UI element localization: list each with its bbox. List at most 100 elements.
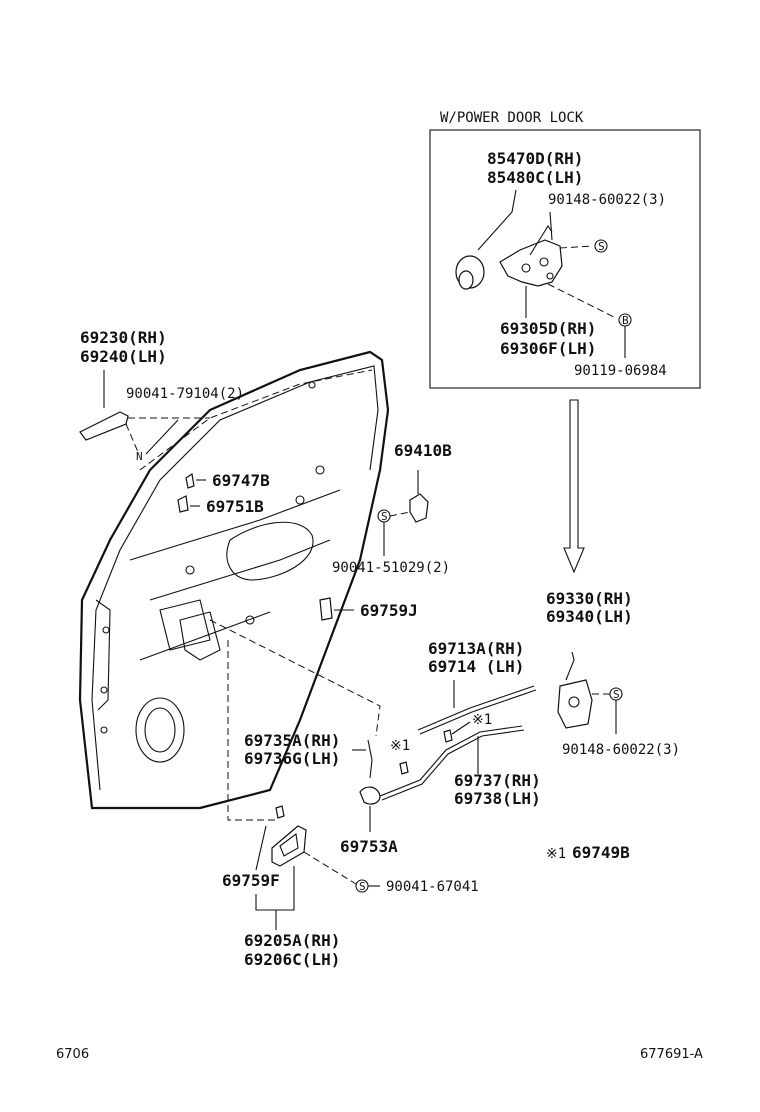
- cable-69737-part: [379, 725, 525, 801]
- dash-to-screw-b1: [547, 283, 617, 319]
- label-69738: 69738(LH): [454, 789, 541, 808]
- dash-inside-handle: [227, 640, 278, 821]
- door-hole-f: [185, 565, 195, 575]
- rod-group: 69735A(RH) 69736G(LH) ※1: [209, 619, 410, 779]
- ref-mark-rod: ※1: [390, 738, 410, 754]
- leader-69205a-bracket: [255, 866, 295, 930]
- striker-group: 69410B S 90041-51029(2): [332, 441, 452, 576]
- label-69713a: 69713A(RH): [428, 639, 524, 658]
- door-lock-motor-drawing: [455, 189, 617, 319]
- door-hole-d: [295, 495, 305, 505]
- label-69735a: 69735A(RH): [244, 731, 340, 750]
- inset-title: W/POWER DOOR LOCK: [440, 110, 584, 126]
- door-hole-e: [315, 465, 325, 475]
- dash-handle-screw: [303, 851, 357, 885]
- label-90041-67041: 90041-67041: [386, 879, 479, 895]
- door-access-hole-lower: [159, 599, 211, 651]
- screw-s-mark-top: S: [594, 239, 608, 253]
- leader-85470: [477, 189, 517, 251]
- door-lock-assembly-group: 69330(RH) 69340(LH) S 90148-60022(3): [546, 589, 680, 758]
- clip-69751b-part: [177, 495, 189, 513]
- label-85480c: 85480C(LH): [487, 168, 583, 187]
- door-rib-1: [149, 539, 331, 601]
- door-rib-2: [139, 611, 271, 661]
- screw-s-letter-striker: S: [381, 510, 388, 523]
- cable-group: 69713A(RH) 69714 (LH) 69737(RH) 69738(LH…: [379, 639, 541, 808]
- label-69206c: 69206C(LH): [244, 950, 340, 969]
- label-69736g: 69736G(LH): [244, 749, 340, 768]
- label-69306f: 69306F(LH): [500, 339, 596, 358]
- cushion-69759j-part: [319, 597, 333, 621]
- inside-handle-group: 69759F S 90041-67041 69205A(RH) 69206C(L…: [222, 640, 479, 969]
- door-hole-a: [102, 626, 110, 634]
- leader-69759f: [255, 825, 267, 871]
- footer-left-code: 6706: [56, 1047, 89, 1062]
- door-speaker-hole: [135, 697, 185, 763]
- door-hole-b: [100, 686, 108, 694]
- label-85470d: 85470D(RH): [487, 149, 583, 168]
- label-90148-60022-top: 90148-60022(3): [548, 192, 666, 208]
- label-69305d: 69305D(RH): [500, 319, 596, 338]
- label-90148-60022-lower: 90148-60022(3): [562, 742, 680, 758]
- label-69751b: 69751B: [206, 497, 264, 516]
- down-arrow: [563, 399, 585, 574]
- power-door-lock-inset: W/POWER DOOR LOCK 85470D(RH) 85480C(LH) …: [429, 110, 701, 389]
- nut-n-letter: N: [136, 450, 143, 463]
- outside-handle-part: [79, 411, 129, 441]
- inside-handle-grip: [279, 833, 299, 857]
- lock-motor-shaft: [458, 270, 474, 290]
- label-69747b: 69747B: [212, 471, 270, 490]
- label-69410b: 69410B: [394, 441, 452, 460]
- door-hole-c: [100, 726, 108, 734]
- lock-hole-2: [539, 257, 549, 267]
- cushion-69759j-group: 69759J: [319, 597, 418, 621]
- lock-hole-1: [521, 263, 531, 273]
- cable-69713-part: [417, 685, 537, 735]
- leader-90148-top: [549, 211, 553, 241]
- label-90041-79104: 90041-79104(2): [126, 386, 244, 402]
- screw-s-letter-lock: S: [613, 688, 620, 701]
- clip-group: 69747B 69751B: [177, 471, 270, 516]
- rod-69735-part: [367, 739, 373, 779]
- door-lock-rod: [565, 651, 575, 681]
- striker-part: [409, 493, 429, 523]
- rod-clip-part: [399, 761, 409, 775]
- label-69205a: 69205A(RH): [244, 931, 340, 950]
- lock-body: [499, 239, 563, 287]
- label-69759j: 69759J: [360, 601, 418, 620]
- screw-s-letter-handle: S: [359, 880, 366, 893]
- nut-n-mark: N: [136, 450, 143, 463]
- clip-69747b-part: [185, 472, 195, 489]
- ref-mark-note: ※1: [546, 846, 566, 862]
- label-69340: 69340(LH): [546, 607, 633, 626]
- door-edge-flange: [95, 599, 111, 711]
- ref-mark-cable: ※1: [472, 712, 492, 728]
- door-belt-line: [129, 489, 341, 561]
- door-lock-hole: [568, 696, 580, 708]
- inset-frame: [429, 129, 701, 389]
- label-69749b: 69749B: [572, 843, 630, 862]
- screw-s-icon: [594, 239, 608, 253]
- bolt-b-letter: B: [622, 314, 629, 327]
- door-lock-area: [179, 611, 221, 661]
- door-speaker-inner: [144, 707, 176, 753]
- dash-rod-to-door: [209, 619, 381, 737]
- leader-cable-clip: [451, 721, 471, 735]
- label-69330: 69330(RH): [546, 589, 633, 608]
- cable-clip-part: [443, 729, 453, 743]
- label-69737: 69737(RH): [454, 771, 541, 790]
- label-69714: 69714 (LH): [428, 657, 524, 676]
- leader-90041-79104: [145, 419, 179, 455]
- inside-handle-part: [271, 825, 307, 867]
- label-69759f: 69759F: [222, 871, 280, 890]
- footer-right-code: 677691-A: [640, 1047, 703, 1062]
- door-outline: [78, 350, 390, 810]
- outside-handle-group: 69230(RH) 69240(LH) N 90041-79104(2): [79, 328, 244, 463]
- lock-hole-3: [546, 272, 554, 280]
- dash-to-screw-s1: [559, 245, 593, 249]
- door-inner-panel: [78, 350, 390, 810]
- lock-rod-top: [529, 224, 553, 256]
- door-hole-h: [308, 381, 316, 389]
- door-access-hole-upper: [226, 521, 314, 581]
